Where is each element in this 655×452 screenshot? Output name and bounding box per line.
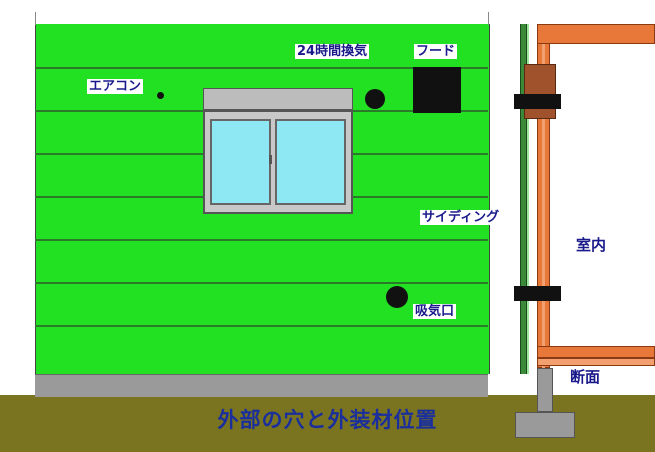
window-latch <box>269 155 272 164</box>
section-siding-board <box>520 24 527 374</box>
section-floor-beam <box>537 346 655 358</box>
siding-line <box>35 325 488 327</box>
wall-corner-left <box>35 12 36 25</box>
aircon-label: エアコン <box>87 79 144 94</box>
aircon-hole <box>157 92 164 99</box>
section-label: 断面 <box>567 366 604 387</box>
intake-label: 吸気口 <box>413 304 457 319</box>
section-floor-plate <box>537 358 655 366</box>
wall-corner-right <box>488 12 489 25</box>
section-duct-wood <box>524 64 556 119</box>
siding-line <box>35 282 488 284</box>
window-pane-right <box>275 119 346 205</box>
ventilation-label: 24時間換気 <box>295 44 370 59</box>
section-duct-upper <box>514 94 561 109</box>
siding-label: サイディング <box>420 210 502 225</box>
siding-line <box>35 67 488 69</box>
ventilation-hole <box>365 89 385 109</box>
section-top-beam <box>537 24 655 44</box>
foundation <box>35 374 488 397</box>
section-column-right <box>542 24 545 368</box>
siding-line <box>35 239 488 241</box>
window-hood <box>203 88 353 110</box>
section-foundation-wall <box>537 368 553 412</box>
section-siding-edge <box>527 24 529 374</box>
window-pane-left <box>210 119 271 205</box>
diagram-title: 外部の穴と外装材位置 <box>217 408 438 432</box>
section-duct-lower <box>514 286 561 301</box>
hood-box <box>413 67 461 113</box>
indoor-label: 室内 <box>576 236 607 254</box>
hood-label: フード <box>414 44 458 59</box>
section-foundation-footing <box>515 412 575 438</box>
intake-hole <box>386 286 408 308</box>
